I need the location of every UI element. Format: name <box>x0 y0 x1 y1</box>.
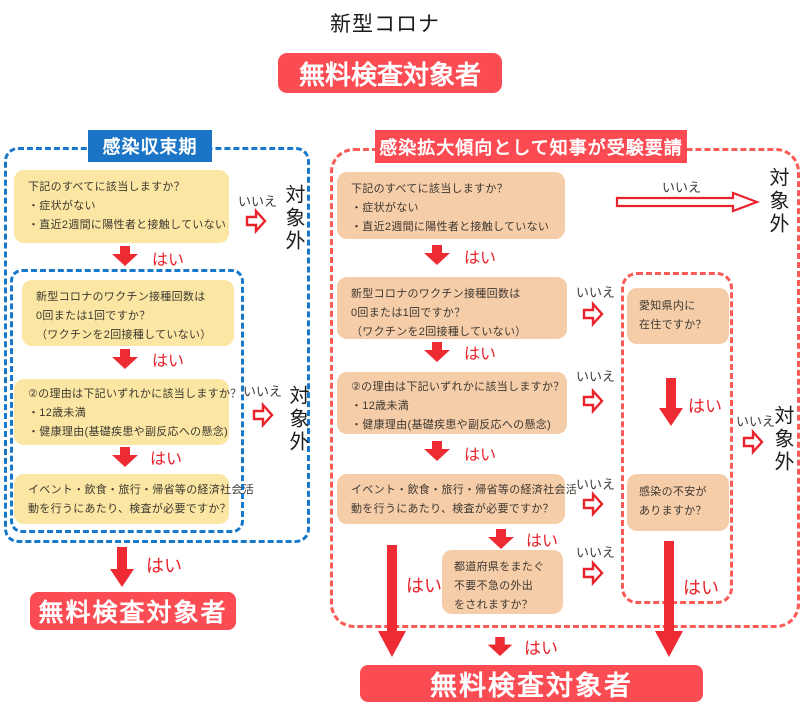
right-final-yes-left-label: はい <box>406 576 442 596</box>
arrow-right-icon <box>582 301 604 327</box>
right-no1-label: いいえ <box>662 180 702 195</box>
arrow-right-long-icon <box>615 191 760 213</box>
right-yes1-label: はい <box>464 250 497 267</box>
left-yes3-label: はい <box>150 451 183 468</box>
left-no1-label: いいえ <box>238 194 278 209</box>
top-banner: 無料検査対象者 <box>278 53 502 93</box>
left-q4-line1: イベント・飲食・旅行・帰省等の経済社会活 <box>28 484 254 496</box>
right-q4-line1: イベント・飲食・旅行・帰省等の経済社会活 <box>351 484 577 496</box>
arrow-right-icon <box>582 491 604 517</box>
left-excluded2-label: 対象外 <box>286 385 308 454</box>
arrow-down-icon <box>112 349 138 369</box>
right-yes3-label: はい <box>464 447 497 464</box>
right-anxiety-line2: ありますか？ <box>639 505 707 517</box>
left-no2-label: いいえ <box>243 384 283 399</box>
right-q4-box: イベント・飲食・旅行・帰省等の経済社会活 動を行うにあたり、検査が必要ですか？ <box>337 474 577 524</box>
right-anxiety-box: 感染の不安が ありますか？ <box>627 474 729 531</box>
right-q2-line1: 新型コロナのワクチン接種回数は <box>351 288 521 300</box>
arrow-down-big-icon <box>110 547 134 587</box>
left-yes2-label: はい <box>152 353 185 370</box>
arrow-right-icon <box>245 208 267 234</box>
left-yes1-label: はい <box>152 252 185 269</box>
arrow-down-long-icon <box>378 545 406 657</box>
left-q3-line3: ・健康理由(基礎疾患や副反応への懸念) <box>28 426 229 438</box>
right-aichi-line2: 在住ですか？ <box>639 319 707 331</box>
arrow-down-icon <box>424 245 450 265</box>
right-q4-line2: 動を行うにあたり、検査が必要ですか？ <box>351 503 554 515</box>
arrow-down-icon <box>487 637 513 656</box>
right-result-box: 無料検査対象者 <box>360 665 703 702</box>
left-q1-line2: ・症状がない <box>28 200 96 212</box>
left-q3-line1: ②の理由は下記いずれかに該当しますか？ <box>28 388 242 400</box>
right-q2-line2: 0回または1回ですか？ <box>351 307 466 319</box>
left-q2-line2: 0回または1回ですか？ <box>36 310 151 322</box>
right-yes2-label: はい <box>464 346 497 363</box>
right-q2-line3: （ワクチンを2回接種していない） <box>351 326 527 338</box>
left-q4-box: イベント・飲食・旅行・帰省等の経済社会活 動を行うにあたり、検査が必要ですか？ <box>14 474 254 524</box>
left-result-box: 無料検査対象者 <box>30 592 236 630</box>
page-title: 新型コロナ <box>330 13 440 36</box>
arrow-right-icon <box>582 388 604 414</box>
right-aichi-line1: 愛知県内に <box>639 300 696 312</box>
right-q1-box: 下記のすべてに該当しますか？ ・症状がない ・直近2週間に陽性者と接触していない <box>337 172 565 239</box>
left-q2-line3: （ワクチンを2回接種していない） <box>36 329 212 341</box>
right-final-yes-right-label: はい <box>683 578 719 598</box>
right-q5-line3: をされますか？ <box>454 599 534 611</box>
right-q2-box: 新型コロナのワクチン接種回数は 0回または1回ですか？ （ワクチンを2回接種して… <box>337 277 567 339</box>
right-no6-label: いいえ <box>736 414 776 429</box>
right-q5-line2: 不要不急の外出 <box>454 580 534 592</box>
right-aichi-box: 愛知県内に 在住ですか？ <box>627 288 729 344</box>
right-excluded1-label: 対象外 <box>766 167 788 236</box>
right-q5-box: 都道府県をまたぐ 不要不急の外出 をされますか？ <box>442 550 563 614</box>
right-q3-box: ②の理由は下記いずれかに該当しますか？ ・12歳未満 ・健康理由(基礎疾患や副反… <box>337 372 567 434</box>
left-q1-line1: 下記のすべてに該当しますか？ <box>28 181 185 193</box>
left-q2-line1: 新型コロナのワクチン接種回数は <box>36 291 206 303</box>
arrow-down-icon <box>488 529 514 549</box>
left-q2-box: 新型コロナのワクチン接種回数は 0回または1回ですか？ （ワクチンを2回接種して… <box>22 280 234 346</box>
arrow-right-icon <box>582 560 604 586</box>
left-inner-frame <box>10 269 244 533</box>
right-no5-label: いいえ <box>576 545 616 560</box>
right-q3-line2: ・12歳未満 <box>351 400 410 412</box>
right-q1-line2: ・症状がない <box>351 202 419 214</box>
left-q1-box: 下記のすべてに該当しますか？ ・症状がない ・直近2週間に陽性者と接触していない <box>14 170 229 243</box>
arrow-down-long-icon <box>655 541 683 657</box>
right-no4-label: いいえ <box>576 477 616 492</box>
left-q3-line2: ・12歳未満 <box>28 407 87 419</box>
right-section-header: 感染拡大傾向として知事が受験要請 <box>375 130 687 163</box>
arrow-down-icon <box>112 246 138 266</box>
right-q1-line3: ・直近2週間に陽性者と接触していない <box>351 221 550 233</box>
right-final-yes-mid-label: はい <box>524 639 558 658</box>
right-no3-label: いいえ <box>576 369 616 384</box>
right-no2-label: いいえ <box>576 285 616 300</box>
left-final-yes-label: はい <box>146 556 182 576</box>
right-q5-line1: 都道府県をまたぐ <box>454 561 545 573</box>
right-anxiety-line1: 感染の不安が <box>639 486 707 498</box>
arrow-right-icon <box>252 402 274 428</box>
right-excluded2-label: 対象外 <box>771 405 793 474</box>
left-section-header: 感染収束期 <box>88 130 212 162</box>
right-q3-line3: ・健康理由(基礎疾患や副反応への懸念) <box>351 419 552 431</box>
left-excluded1-label: 対象外 <box>282 184 304 253</box>
arrow-down-icon <box>424 342 450 362</box>
right-inner-yes-label: はい <box>688 397 722 416</box>
left-q4-line2: 動を行うにあたり、検査が必要ですか？ <box>28 503 231 515</box>
arrow-right-icon <box>742 429 764 455</box>
right-q3-line1: ②の理由は下記いずれかに該当しますか？ <box>351 381 565 393</box>
right-yes4-label: はい <box>526 533 559 550</box>
left-q3-box: ②の理由は下記いずれかに該当しますか？ ・12歳未満 ・健康理由(基礎疾患や副反… <box>14 379 242 445</box>
arrow-down-icon <box>424 441 450 461</box>
arrow-down-big-icon <box>659 378 683 426</box>
left-q1-line3: ・直近2週間に陽性者と接触していない <box>28 219 227 231</box>
right-inner-frame <box>621 272 733 604</box>
right-q1-line1: 下記のすべてに該当しますか？ <box>351 183 508 195</box>
arrow-down-icon <box>112 447 138 467</box>
